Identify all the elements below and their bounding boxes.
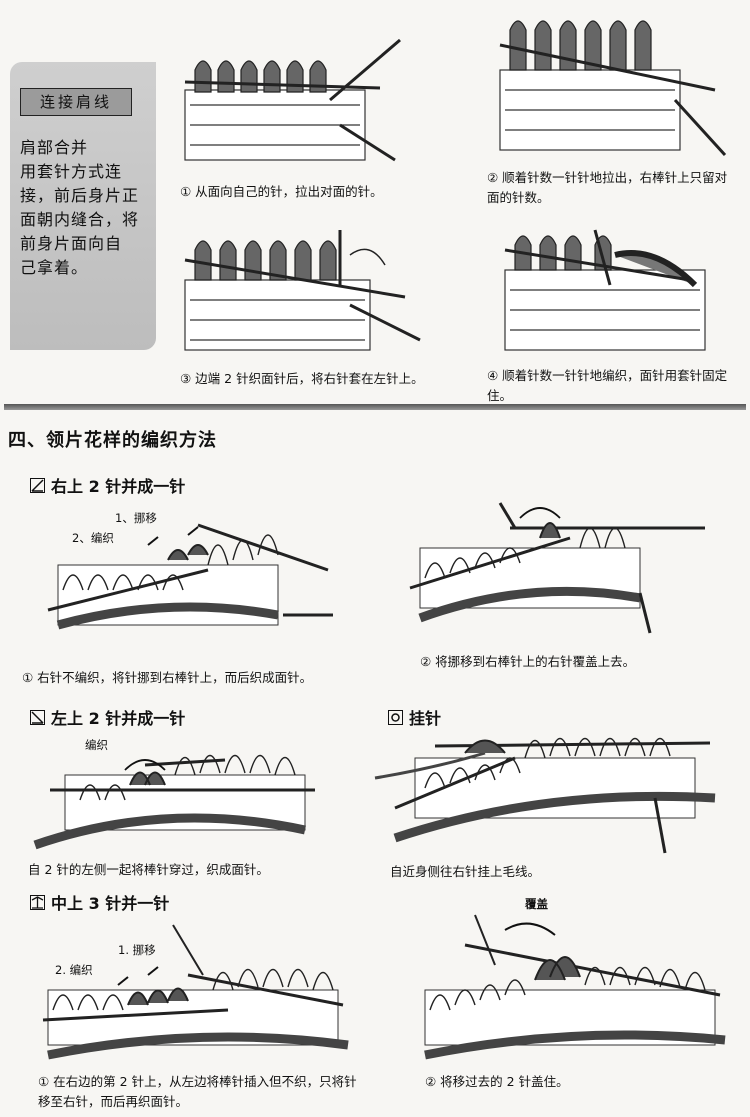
section-title: 四、领片花样的编织方法 [8, 430, 217, 451]
yarn-over-caption: 自近身侧往右针挂上毛线。 [390, 864, 541, 879]
center-three-icon [30, 894, 45, 910]
right-over-left-move-label: 1、挪移 [115, 511, 157, 525]
shoulder-step2-illustration [499, 20, 727, 157]
sidebar-title: 连接肩线 [20, 88, 132, 116]
right-over-left-icon [30, 477, 45, 493]
left-over-right-illustration [33, 754, 315, 850]
yarn-over-heading: 挂针 [388, 705, 441, 729]
left-over-right-knit-label: 编织 [85, 738, 108, 752]
center-three-step2-illustration [424, 914, 726, 1060]
right-over-left-step2-illustration [409, 502, 705, 634]
shoulder-step4-caption: ④ 顺着针数一针针地编织，面针用套针固定住。 [487, 368, 728, 403]
right-over-left-caption1: ① 右针不编织，将针挪到右棒针上，而后织成面针。 [22, 670, 313, 685]
yarn-over-title: 挂针 [409, 709, 442, 728]
sidebar-body: 肩部合并 用套针方式连 接，前后身片正 面朝内缝合，将 前身片面向自 己拿着。 [20, 138, 140, 277]
left-over-right-icon [30, 709, 45, 725]
center-three-caption1: ① 在右边的第 2 针上，从左边将棒针插入但不织，只将针移至右针，而后再织面针。 [38, 1074, 357, 1109]
shoulder-step3-illustration [184, 230, 421, 351]
right-over-left-knit-label: 2、编织 [72, 531, 114, 545]
center-three-title: 中上 3 针并一针 [51, 894, 170, 913]
center-three-heading: 中上 3 针并一针 [30, 890, 169, 914]
center-three-move-label: 1. 挪移 [118, 943, 156, 957]
right-over-left-title: 右上 2 针并成一针 [51, 477, 186, 496]
yarn-over-icon [388, 709, 403, 725]
center-three-step1-illustration [42, 924, 349, 1060]
left-over-right-heading: 左上 2 针并成一针 [30, 705, 185, 729]
center-three-cover-label: 覆盖 [525, 897, 548, 911]
shoulder-step2-caption: ② 顺着针数一针针地拉出，右棒针上只留对面的针数。 [487, 170, 728, 205]
left-over-right-caption: 自 2 针的左侧一起将棒针穿过，织成面针。 [28, 862, 269, 877]
right-over-left-step1-illustration [47, 523, 333, 630]
left-over-right-title: 左上 2 针并成一针 [51, 709, 186, 728]
shoulder-step1-caption: ① 从面向自己的针，拉出对面的针。 [180, 184, 383, 199]
yarn-over-illustration [374, 737, 716, 854]
shoulder-step3-caption: ③ 边端 2 针织面针后，将右针套在左针上。 [180, 371, 424, 386]
center-three-caption2: ② 将移过去的 2 针盖住。 [425, 1074, 569, 1089]
right-over-left-caption2: ② 将挪移到右棒针上的右针覆盖上去。 [420, 654, 636, 669]
shoulder-step1-illustration [184, 38, 401, 162]
right-over-left-heading: 右上 2 针并成一针 [30, 473, 185, 497]
center-three-knit-label: 2. 编织 [55, 963, 93, 977]
shoulder-step4-illustration [504, 229, 706, 351]
section-divider [4, 404, 746, 410]
